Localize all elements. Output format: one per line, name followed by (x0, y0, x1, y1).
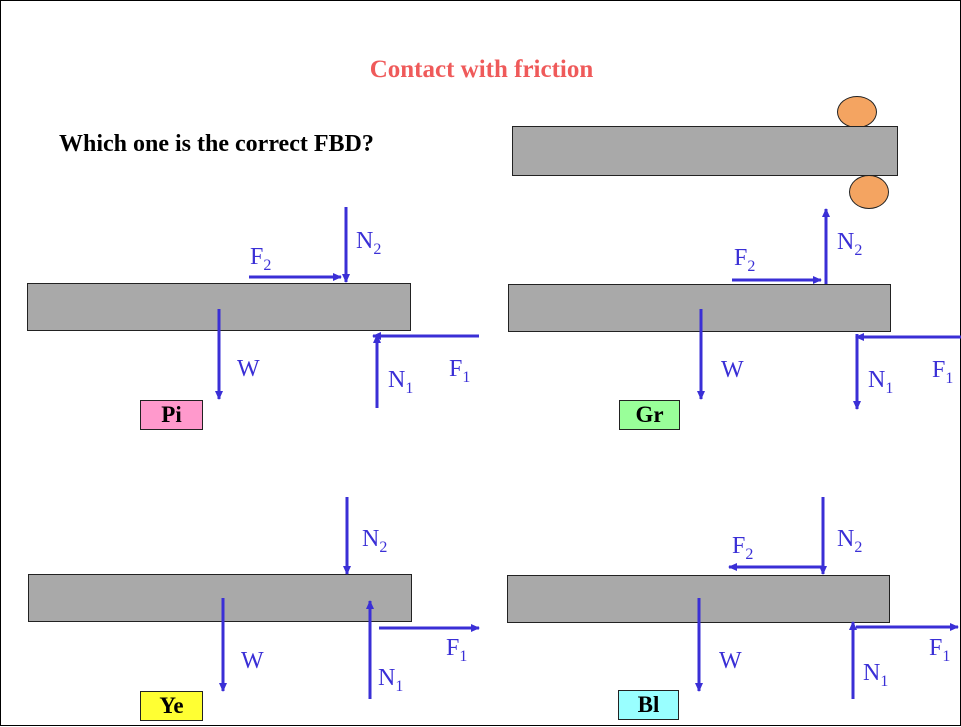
green-f2-label: F2 (734, 245, 756, 275)
bottom-ball (849, 175, 889, 209)
green-w-label: W (721, 357, 744, 383)
green-n1-label: N1 (868, 367, 894, 397)
blue-f1-label: F1 (929, 635, 951, 665)
green-f1-label: F1 (932, 357, 954, 387)
pink-f1-label: F1 (449, 356, 471, 386)
blue-w-label: W (719, 648, 742, 674)
yellow-n2-label: N2 (362, 526, 388, 556)
yellow-n1-label: N1 (378, 665, 404, 695)
slide-title: Contact with friction (369, 56, 594, 83)
green-n2-label: N2 (837, 229, 863, 259)
blue-tag: Bl (618, 690, 679, 720)
question-text: Which one is the correct FBD? (59, 131, 374, 157)
reference-bar (512, 126, 898, 176)
pink-f2-label: F2 (250, 244, 272, 274)
yellow-f1-label: F1 (446, 635, 468, 665)
blue-n2-label: N2 (837, 526, 863, 556)
bar-yellow (28, 574, 412, 622)
yellow-tag: Ye (140, 691, 203, 721)
pink-n2-label: N2 (356, 228, 382, 258)
pink-n1-label: N1 (388, 367, 414, 397)
green-tag: Gr (619, 400, 680, 430)
yellow-w-label: W (241, 648, 264, 674)
blue-f2-label: F2 (732, 533, 754, 563)
blue-n1-label: N1 (863, 660, 889, 690)
pink-tag: Pi (140, 400, 203, 430)
pink-w-label: W (237, 356, 260, 382)
